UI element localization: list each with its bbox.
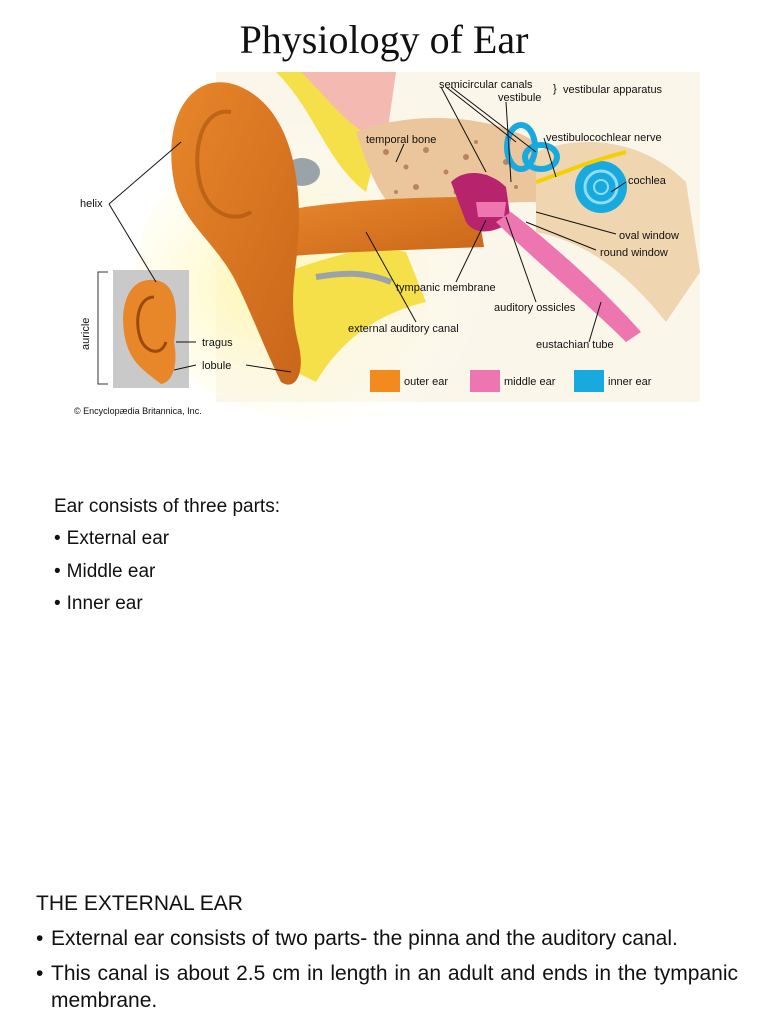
brace-icon: }: [553, 83, 557, 95]
list-item: Inner ear: [54, 591, 280, 617]
label-auditory-ossicles: auditory ossicles: [494, 302, 576, 314]
label-eustachian-tube: eustachian tube: [536, 339, 614, 351]
fat-layer-lower: [286, 249, 426, 382]
slide-title: Physiology of Ear: [239, 17, 529, 62]
figure-credit: © Encyclopædia Britannica, Inc.: [74, 406, 202, 416]
label-round-window: round window: [600, 247, 668, 259]
vestibulocochlear-nerve: [535, 150, 627, 184]
label-vestibulocochlear-nerve: vestibulocochlear nerve: [546, 132, 662, 144]
list-item: This canal is about 2.5 cm in length in …: [36, 960, 738, 1014]
legend-label-inner-ear: inner ear: [608, 376, 652, 388]
cochlea-spiral-inner: [593, 179, 609, 195]
ear-parts-list: External ear Middle ear Inner ear: [54, 526, 280, 617]
auricle-inset-ear: [123, 279, 176, 384]
label-tragus: tragus: [202, 337, 233, 349]
leader-lines: [108, 86, 627, 373]
list-item: External ear consists of two parts- the …: [36, 925, 738, 952]
label-helix: helix: [80, 198, 103, 210]
vessel: [315, 270, 393, 285]
ear-canal: [276, 197, 484, 257]
section-heading: THE EXTERNAL EAR: [36, 892, 243, 915]
pinna-fold: [195, 109, 253, 219]
label-cochlea: cochlea: [628, 175, 667, 187]
ear-anatomy-diagram: semicircular canals vestibule } vestibul…: [74, 72, 700, 422]
label-auricle: auricle: [80, 318, 92, 350]
list-item: External ear: [54, 526, 280, 552]
eustachian-tube: [496, 212, 641, 342]
label-vestibular-apparatus: vestibular apparatus: [563, 84, 663, 96]
list-item: Middle ear: [54, 559, 280, 585]
legend-label-middle-ear: middle ear: [504, 376, 556, 388]
external-ear-section: THE EXTERNAL EAR External ear consists o…: [36, 890, 738, 1022]
label-temporal-bone: temporal bone: [366, 134, 436, 146]
legend-swatch-middle-ear: [470, 370, 500, 392]
label-lobule: lobule: [202, 360, 231, 372]
label-tympanic-membrane: tympanic membrane: [396, 282, 496, 294]
cochlea-spiral: [583, 169, 619, 205]
cochlea: [575, 161, 627, 213]
intro-lead: Ear consists of three parts:: [54, 496, 280, 517]
section-bullets: External ear consists of two parts- the …: [36, 925, 738, 1014]
ear-parts-intro: Ear consists of three parts: External ea…: [54, 494, 280, 624]
label-external-auditory-canal: external auditory canal: [348, 323, 459, 335]
skin-layer: [301, 72, 396, 142]
legend-swatch-inner-ear: [574, 370, 604, 392]
semicircular-canals: [504, 122, 560, 172]
pinna: [171, 82, 301, 385]
label-semicircular-canals: semicircular canals: [439, 79, 533, 91]
auricle-bracket: [97, 271, 108, 385]
label-vestibule: vestibule: [498, 92, 541, 104]
auricle-inset-fold: [136, 295, 168, 353]
ear-anatomy-figure: semicircular canals vestibule } vestibul…: [66, 72, 700, 422]
legend-swatch-outer-ear: [370, 370, 400, 392]
ossicles: [476, 202, 506, 217]
legend-label-outer-ear: outer ear: [404, 376, 448, 388]
label-oval-window: oval window: [619, 230, 679, 242]
